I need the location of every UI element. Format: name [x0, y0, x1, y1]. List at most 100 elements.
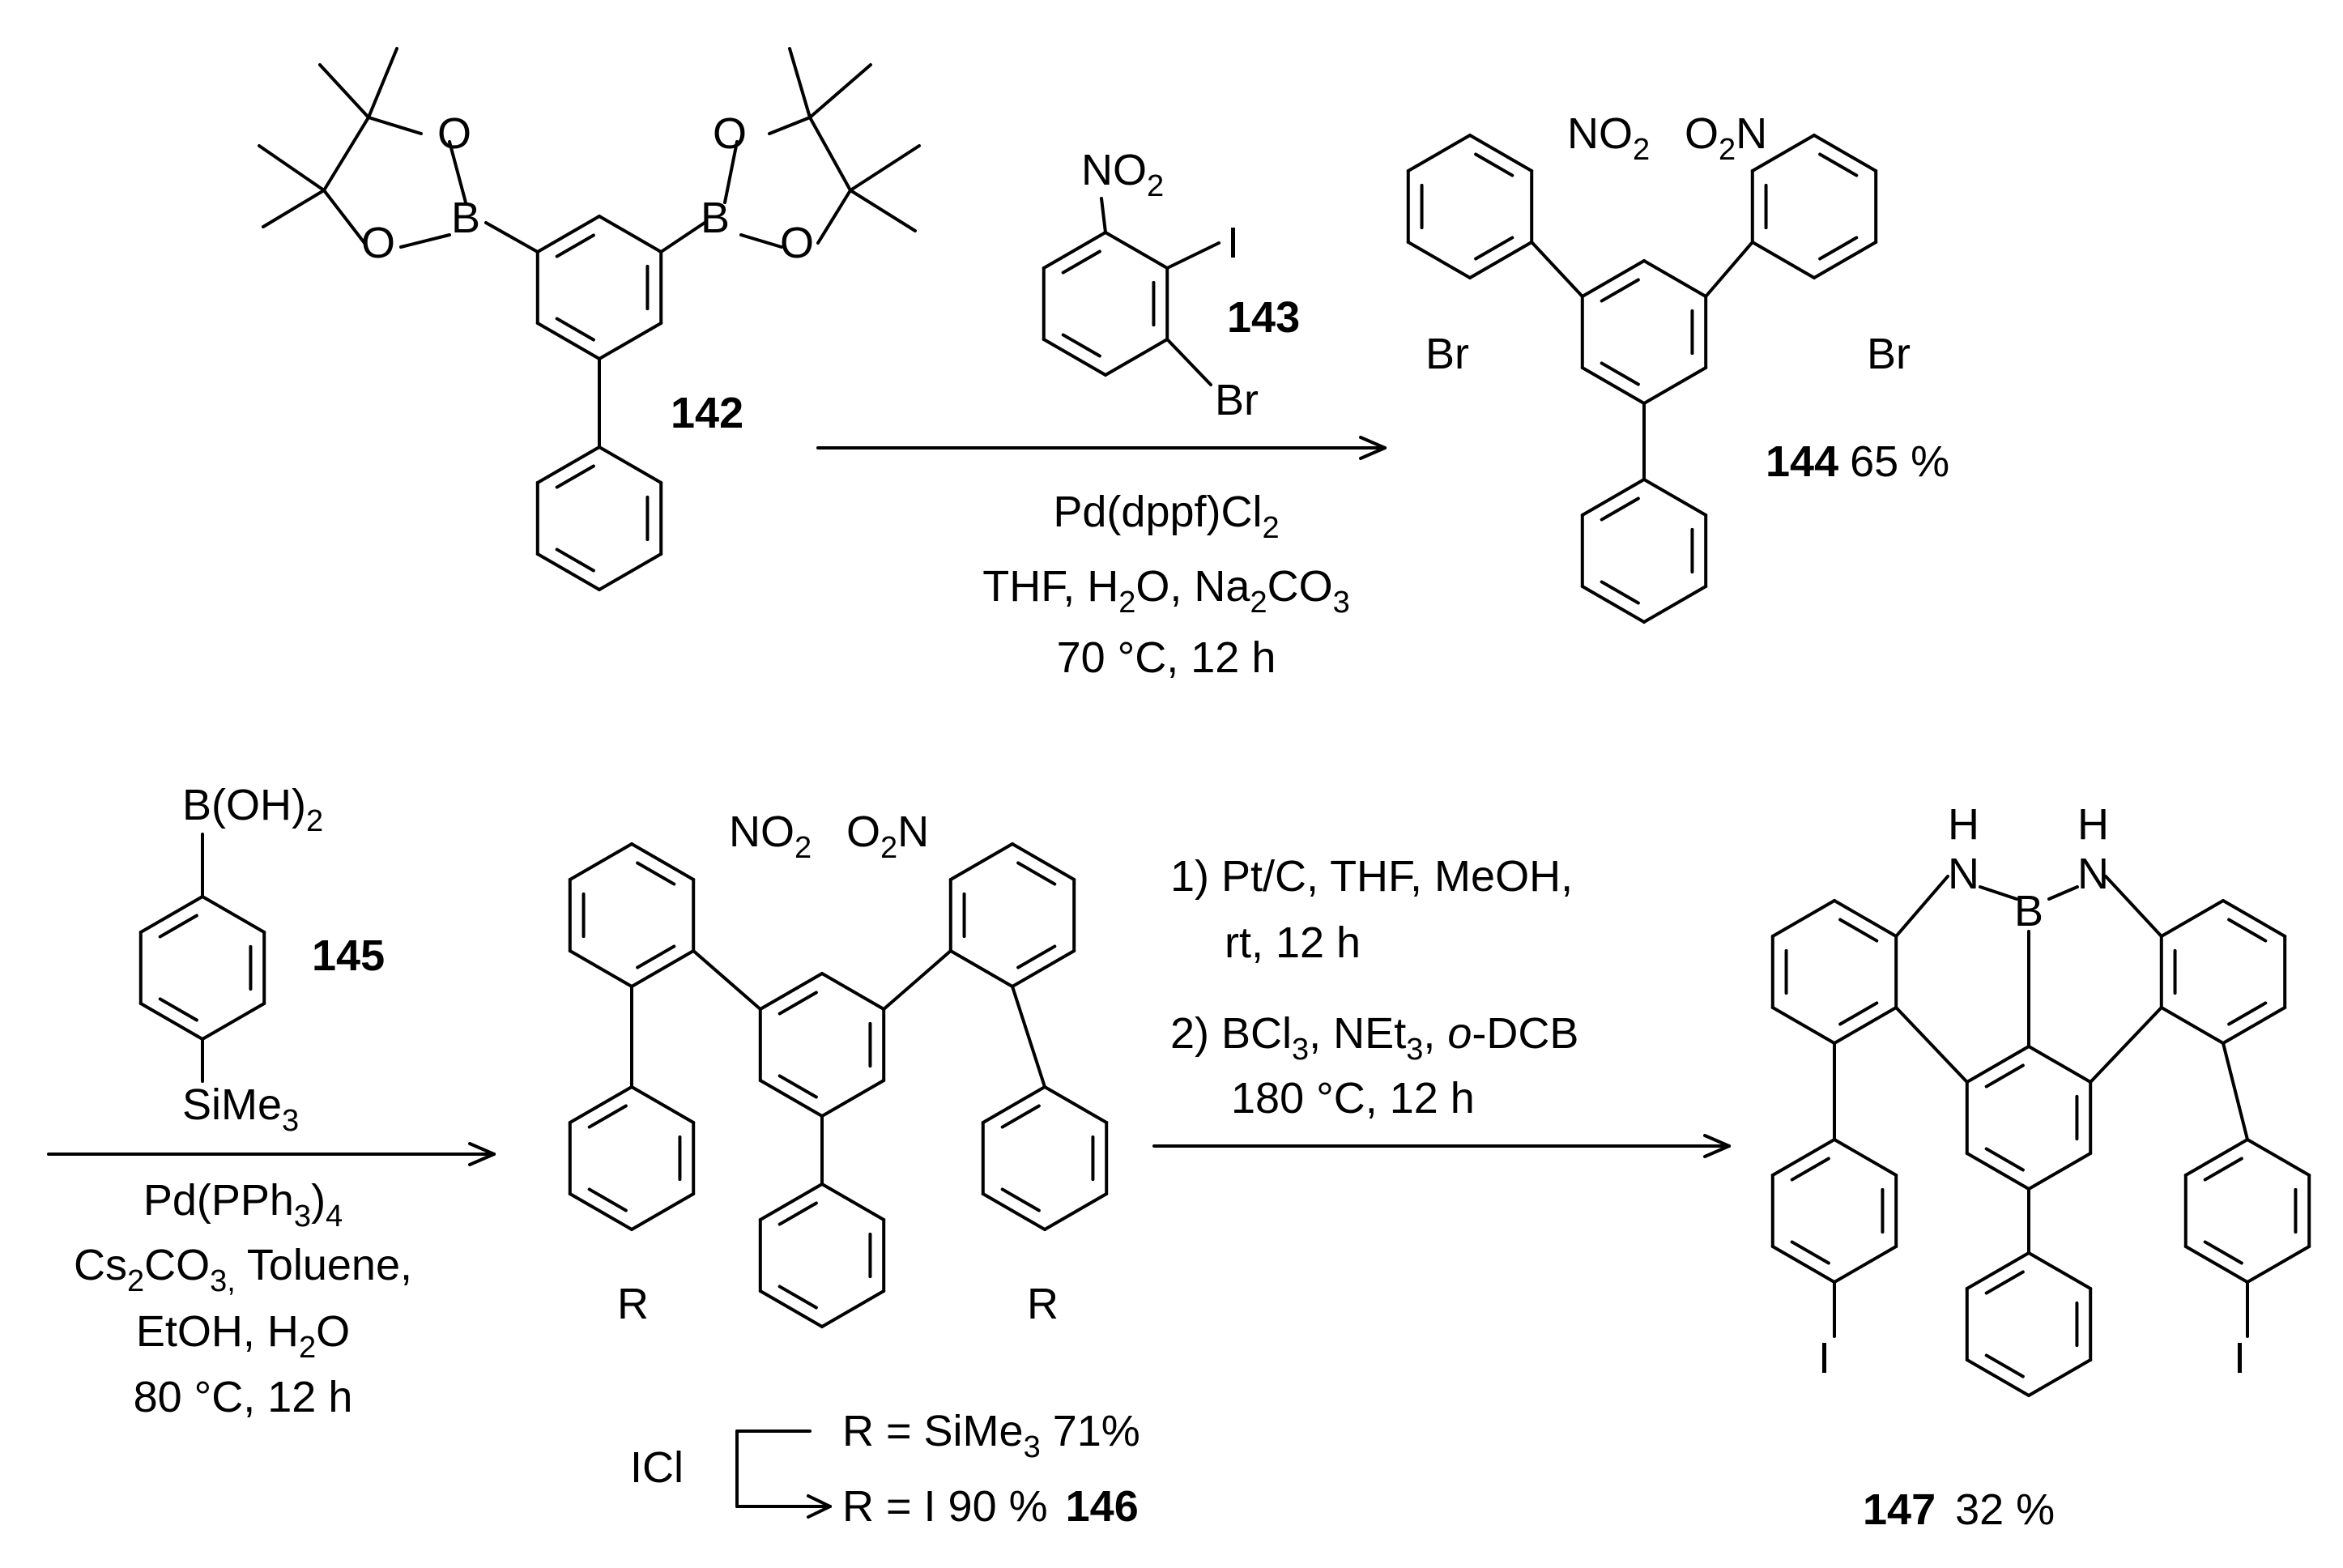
c144-left-aryl-bond: [1406, 134, 1472, 173]
compound-143: NO2 I Br 143: [1081, 146, 1300, 424]
c147-phenyl-bond: [2027, 1358, 2093, 1397]
nitro-right: O2N: [1685, 109, 1767, 167]
c-c-bond: [808, 116, 852, 192]
c142-phenyl-double-bond: [555, 464, 595, 489]
c147-right-iodoaryl-bond: [2246, 1245, 2311, 1284]
c144-left-aryl-double-bond: [1474, 236, 1514, 261]
boron-center: B: [2014, 887, 2043, 935]
c144-phenyl-bond: [1642, 585, 1708, 624]
methyl: [262, 189, 326, 228]
c144-left-aryl-bond: [1468, 134, 1534, 173]
methyl: [788, 47, 812, 119]
step2-cosolvents: EtOH, H2O: [136, 1307, 350, 1365]
c146-left-tolyl-double-bond: [587, 1187, 628, 1212]
bromo-left: Br: [1425, 330, 1469, 378]
compound-145: B(OH)2 145 SiMe3: [182, 781, 385, 1138]
c145-ring-bond: [138, 895, 204, 934]
c142-phenyl-bond: [535, 552, 601, 591]
c144-right-aryl-double-bond: [1818, 152, 1859, 177]
c144-right-aryl-bond: [1750, 134, 1816, 173]
c146-core-double-bond: [777, 991, 818, 1016]
methyl: [849, 144, 921, 192]
biaryl-bond: [1530, 241, 1584, 298]
c143-ring-bond: [1042, 231, 1107, 270]
c146-core-bond: [820, 972, 886, 1011]
c147-left-aryl-double-bond: [1838, 918, 1879, 943]
methyl: [318, 63, 370, 119]
c143-ring-bond: [1104, 231, 1169, 270]
c146-right-aryl-bond: [948, 949, 1014, 988]
step2-base-solvent: Cs2CO3, Toluene,: [74, 1241, 412, 1298]
pinacol-left-o-top: O: [437, 109, 471, 158]
iodo-left: I: [1818, 1334, 1830, 1383]
c146-left-tolyl-double-bond: [587, 1104, 628, 1129]
c146-left-aryl-bond: [630, 842, 696, 881]
nh-hydrogen-right: H: [2077, 800, 2109, 849]
compound-142-label: 142: [671, 389, 743, 437]
biaryl-bond: [692, 949, 762, 1011]
step3-borylation: 2) BCl3, NEt3, o-DCB: [1170, 1009, 1578, 1067]
c147-phenyl-double-bond: [1984, 1270, 2025, 1295]
c-n-bond: [1894, 875, 1949, 938]
arrowhead: [1703, 1144, 1731, 1158]
c146-left-tolyl-bond: [630, 1192, 696, 1231]
b-n-bond: [2047, 885, 2079, 901]
c143-ring-bond: [1042, 338, 1107, 377]
c145-ring-double-bond: [158, 914, 198, 939]
c146-right-aryl-double-bond: [1016, 861, 1057, 886]
biaryl-bond: [2222, 1042, 2249, 1141]
bromo-right: Br: [1867, 330, 1911, 378]
methyl: [808, 63, 872, 119]
c144-right-aryl-double-bond: [1818, 236, 1859, 261]
c146-left-tolyl-bond: [630, 1085, 696, 1124]
c-n-bond: [1100, 197, 1107, 234]
o-c-bond: [367, 116, 423, 135]
c146-phenyl-bond: [820, 1182, 886, 1221]
c-b-bond: [659, 221, 706, 254]
nitro-left: NO2: [1567, 109, 1650, 167]
c146-right-aryl-bond: [1011, 842, 1076, 881]
boron-left: B: [451, 194, 480, 242]
pinacol-left-o-bottom: O: [361, 219, 395, 267]
bromo-substituent: Br: [1215, 376, 1259, 424]
c144-left-aryl-bond: [1406, 241, 1472, 279]
c146-left-aryl-bond: [568, 949, 633, 988]
c146-right-aryl-bond: [1011, 949, 1076, 988]
step3-hydrogenation: 1) Pt/C, THF, MeOH,: [1170, 852, 1573, 901]
c147-right-aryl-bond: [2159, 1006, 2225, 1045]
o-c-bond: [768, 116, 812, 135]
c147-core-bond: [2027, 1045, 2093, 1084]
c147-left-iodoaryl-bond: [1770, 1245, 1836, 1284]
c147-phenyl-double-bond: [1984, 1353, 2025, 1378]
c147-left-aryl-bond: [1770, 899, 1836, 938]
c144-phenyl-bond: [1642, 478, 1708, 517]
c142-phenyl-double-bond: [555, 548, 595, 573]
c143-ring-bond: [1104, 338, 1169, 377]
c146-core-bond: [758, 972, 824, 1011]
c144-core-bond: [1642, 259, 1708, 298]
c142-core-double-bond: [555, 233, 595, 258]
c142-core-bond: [598, 215, 663, 254]
c146-phenyl-bond: [820, 1289, 886, 1328]
c147-core-bond: [1965, 1045, 2030, 1084]
c147-left-iodoaryl-double-bond: [1790, 1157, 1830, 1182]
c144-core-double-bond: [1600, 278, 1640, 303]
c144-core-bond: [1580, 259, 1646, 298]
c146-core-double-bond: [777, 1074, 818, 1099]
pinacol-right-o-top: O: [713, 109, 747, 158]
trimethylsilyl-group: SiMe3: [182, 1080, 299, 1138]
r-group-left: R: [617, 1280, 649, 1328]
c147-left-iodoaryl-double-bond: [1790, 1240, 1830, 1265]
b-o-bond: [723, 140, 739, 204]
c147-phenyl-bond: [2027, 1251, 2093, 1290]
icl-reagent: ICl: [630, 1443, 684, 1492]
boron-right: B: [701, 194, 730, 242]
step1-conditions: Pd(dppf)Cl2 THF, H2O, Na2CO3 70 °C, 12 h: [982, 488, 1349, 682]
c144-right-aryl-bond: [1813, 134, 1878, 173]
c-br-bond: [1165, 338, 1212, 386]
biaryl-bond: [1011, 985, 1046, 1089]
c146-left-tolyl-bond: [568, 1085, 633, 1124]
c-c-bond: [322, 116, 370, 192]
c146-left-aryl-bond: [630, 949, 696, 988]
